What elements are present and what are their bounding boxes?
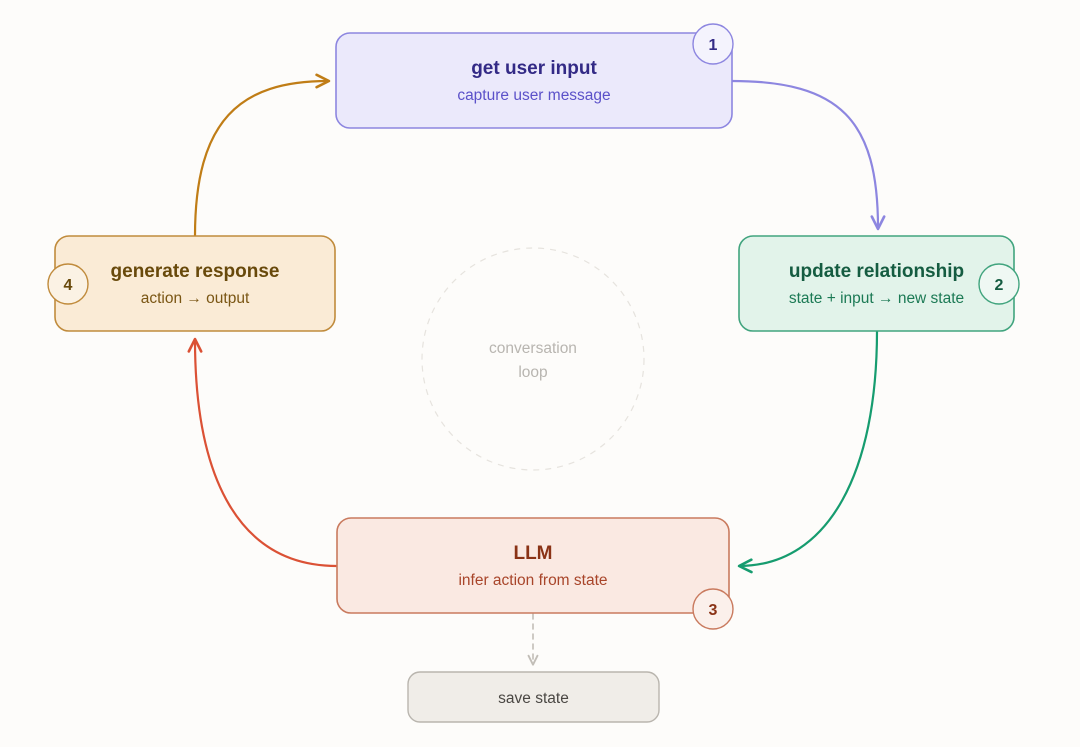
node-title-generate-response: generate response	[111, 261, 280, 282]
conversation-loop-label-line2: loop	[518, 364, 547, 381]
nodes-layer: get user input capture user message 1 updat…	[47, 23, 1020, 630]
node-box-generate-response[interactable]	[54, 235, 336, 332]
node-subtitle-update-relationship: state + input → new state	[789, 290, 964, 307]
conversation-loop-label-line1: conversation	[489, 340, 577, 357]
edge-edge-1-to-2	[730, 79, 886, 231]
node-badge-circle-update-relationship	[978, 263, 1020, 305]
edges-layer	[187, 73, 886, 666]
node-box-save-state[interactable]	[407, 671, 660, 723]
node-badge-number-update-relationship: 2	[995, 277, 1004, 294]
terminal-layer: save state	[407, 671, 660, 723]
node-badge-number-llm: 3	[709, 602, 718, 619]
node-badge-circle-generate-response	[47, 263, 89, 305]
node-title-get-user-input: get user input	[471, 58, 597, 79]
node-badge-number-get-user-input: 1	[709, 37, 718, 54]
conversation-loop-circle	[421, 247, 645, 471]
node-generate-response[interactable]: generate response action → output 4	[47, 235, 336, 332]
node-subtitle-generate-response: action → output	[141, 290, 250, 307]
edge-edge-2-to-3	[737, 329, 879, 574]
node-save-state[interactable]: save state	[407, 671, 660, 723]
node-box-get-user-input[interactable]	[335, 32, 733, 129]
node-box-llm[interactable]	[336, 517, 730, 614]
node-title-llm: LLM	[513, 543, 552, 564]
node-badge-generate-response: 4	[47, 263, 89, 305]
node-badge-update-relationship: 2	[978, 263, 1020, 305]
node-badge-get-user-input: 1	[692, 23, 734, 65]
node-subtitle-get-user-input: capture user message	[457, 87, 610, 104]
center-loop-label: conversation loop	[421, 247, 645, 471]
edge-edge-3-to-4	[187, 337, 339, 568]
edge-edge-4-to-1	[193, 73, 331, 238]
node-box-update-relationship[interactable]	[738, 235, 1015, 332]
node-title-update-relationship: update relationship	[789, 261, 964, 282]
node-badge-llm: 3	[692, 588, 734, 630]
node-badge-circle-llm	[692, 588, 734, 630]
node-badge-number-generate-response: 4	[64, 277, 73, 294]
node-subtitle-llm: infer action from state	[458, 572, 607, 589]
node-llm[interactable]: LLM infer action from state 3	[336, 517, 734, 630]
node-label-save-state: save state	[498, 690, 569, 707]
node-badge-circle-get-user-input	[692, 23, 734, 65]
node-update-relationship[interactable]: update relationship state + input → new s…	[738, 235, 1020, 332]
node-get-user-input[interactable]: get user input capture user message 1	[335, 23, 734, 129]
